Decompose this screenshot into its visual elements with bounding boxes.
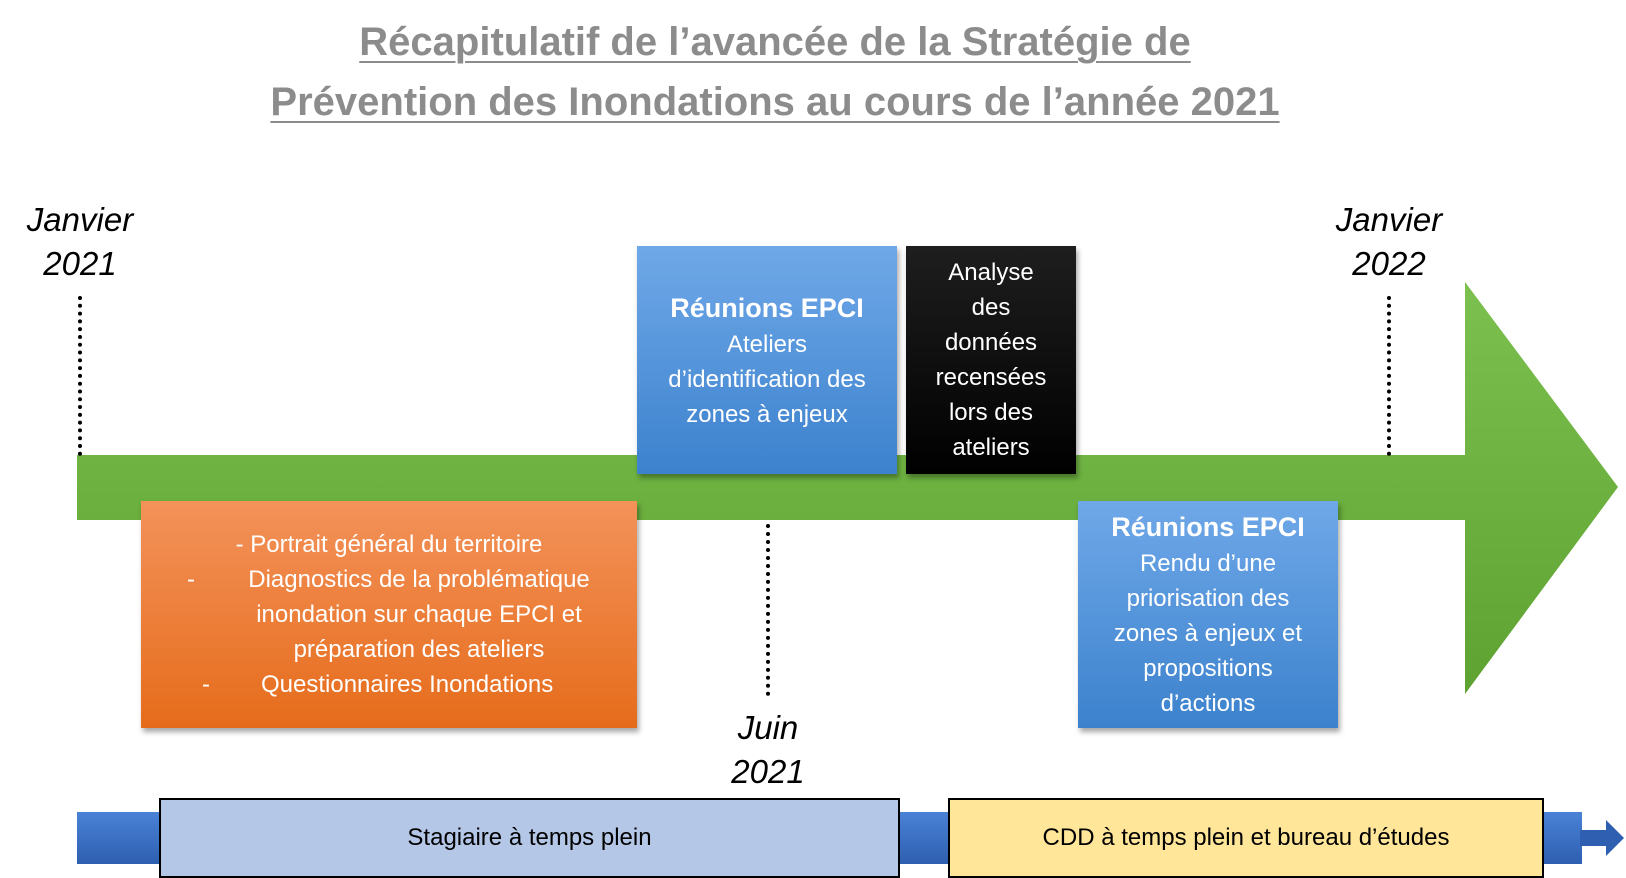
analyse-line: recensées: [935, 364, 1047, 391]
diagnostics-item-questionnaires: - Questionnaires Inondations: [161, 667, 617, 702]
date-mid: Juin 2021: [698, 706, 838, 794]
date-start-month: Janvier: [26, 201, 134, 238]
reunions-epci-line: priorisation des: [1126, 585, 1290, 612]
date-start-year: 2021: [43, 245, 117, 282]
analyse-line: des: [971, 294, 1011, 321]
period-stagiaire: Stagiaire à temps plein: [159, 798, 900, 878]
date-start: Janvier 2021: [10, 198, 150, 286]
diagnostics-item-portrait: - Portrait général du territoire: [235, 531, 543, 558]
date-end-year: 2022: [1352, 245, 1426, 282]
diagnostics-line: préparation des ateliers: [293, 636, 545, 663]
analyse-line: Analyse: [948, 259, 1034, 286]
bullet-dash: -: [202, 671, 210, 698]
reunions-epci-heading-2: Réunions EPCI: [1111, 512, 1305, 542]
date-end-month: Janvier: [1335, 201, 1443, 238]
reunions-epci-line: Ateliers: [726, 330, 808, 358]
reunions-epci-line: zones à enjeux et: [1113, 620, 1303, 647]
date-mid-marker: [766, 524, 770, 696]
diagnostics-line: Diagnostics de la problématique: [248, 566, 590, 593]
date-end-marker: [1387, 296, 1391, 456]
analyse-line: données: [944, 329, 1038, 356]
date-end: Janvier 2022: [1319, 198, 1459, 286]
title-line-2: Prévention des Inondations au cours de l…: [270, 80, 1280, 124]
reunions-epci-line: propositions: [1143, 655, 1273, 682]
reunions-epci-box-2: Réunions EPCI Rendu d’une priorisation d…: [1078, 501, 1338, 728]
analyse-box: Analyse des données recensées lors des a…: [906, 246, 1076, 474]
diagram-title: Récapitulatif de l’avancée de la Stratég…: [200, 12, 1350, 132]
analyse-line: ateliers: [952, 434, 1030, 461]
period-cdd-label: CDD à temps plein et bureau d’études: [1042, 824, 1450, 851]
reunions-epci-heading-1: Réunions EPCI: [670, 292, 864, 323]
reunions-epci-line: zones à enjeux: [686, 400, 848, 428]
reunions-epci-box-1: Réunions EPCI Ateliers d’identification …: [637, 246, 897, 474]
timeline-arrow-shape: [77, 282, 1618, 694]
diagnostics-line: inondation sur chaque EPCI et: [256, 601, 582, 628]
period-stagiaire-label: Stagiaire à temps plein: [407, 824, 652, 851]
diagnostics-line: Questionnaires Inondations: [261, 671, 554, 698]
reunions-epci-line: d’identification des: [668, 365, 866, 393]
date-mid-year: 2021: [731, 753, 805, 790]
reunions-epci-line: Rendu d’une: [1139, 550, 1277, 577]
diagnostics-item-text: Diagnostics de la problématique inondati…: [221, 562, 617, 667]
date-mid-month: Juin: [737, 709, 799, 746]
staffing-bar-arrowhead: [1580, 820, 1624, 856]
date-start-marker: [78, 296, 82, 456]
reunions-epci-line: d’actions: [1160, 690, 1256, 717]
bullet-dash: -: [187, 566, 195, 593]
diagnostics-box: - Portrait général du territoire - Diagn…: [141, 501, 637, 728]
title-line-1: Récapitulatif de l’avancée de la Stratég…: [359, 20, 1191, 64]
period-cdd: CDD à temps plein et bureau d’études: [948, 798, 1544, 878]
diagnostics-item-problematique: - Diagnostics de la problématique inonda…: [161, 562, 617, 667]
analyse-line: lors des: [948, 399, 1034, 426]
